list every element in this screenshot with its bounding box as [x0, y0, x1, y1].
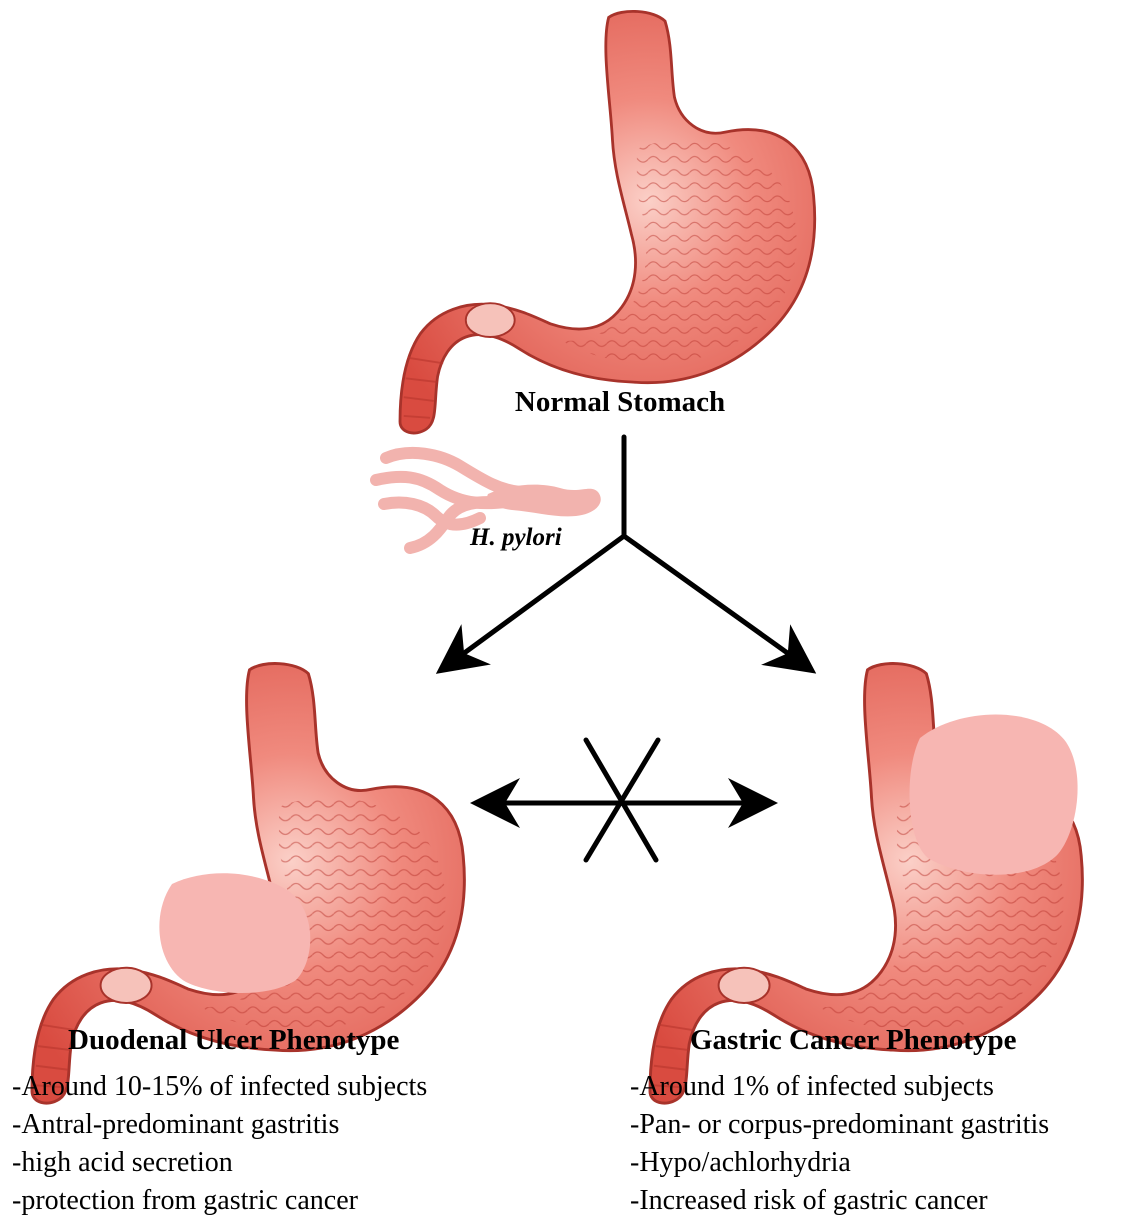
- list-item: -Antral-predominant gastritis: [12, 1106, 427, 1144]
- list-item: -Hypo/achlorhydria: [630, 1144, 1049, 1182]
- gastric-cancer-list: -Around 1% of infected subjects -Pan- or…: [630, 1068, 1049, 1220]
- duodenal-ulcer-title: Duodenal Ulcer Phenotype: [68, 1024, 399, 1057]
- normal-stomach-title: Normal Stomach: [420, 386, 820, 419]
- list-item: -protection from gastric cancer: [12, 1182, 427, 1220]
- bacteria-label: H. pylori: [470, 524, 562, 552]
- list-item: -Around 1% of infected subjects: [630, 1068, 1049, 1106]
- duodenal-ulcer-list: -Around 10-15% of infected subjects -Ant…: [12, 1068, 427, 1220]
- normal-stomach-illustration: [400, 11, 815, 433]
- list-item: -Around 10-15% of infected subjects: [12, 1068, 427, 1106]
- gastric-cancer-lesion: [910, 714, 1078, 874]
- list-item: -Increased risk of gastric cancer: [630, 1182, 1049, 1220]
- list-item: -high acid secretion: [12, 1144, 427, 1182]
- no-transition-double-arrow: [490, 740, 758, 860]
- gastric-cancer-title: Gastric Cancer Phenotype: [690, 1024, 1016, 1057]
- list-item: -Pan- or corpus-predominant gastritis: [630, 1106, 1049, 1144]
- duodenal-ulcer-lesion: [159, 873, 310, 993]
